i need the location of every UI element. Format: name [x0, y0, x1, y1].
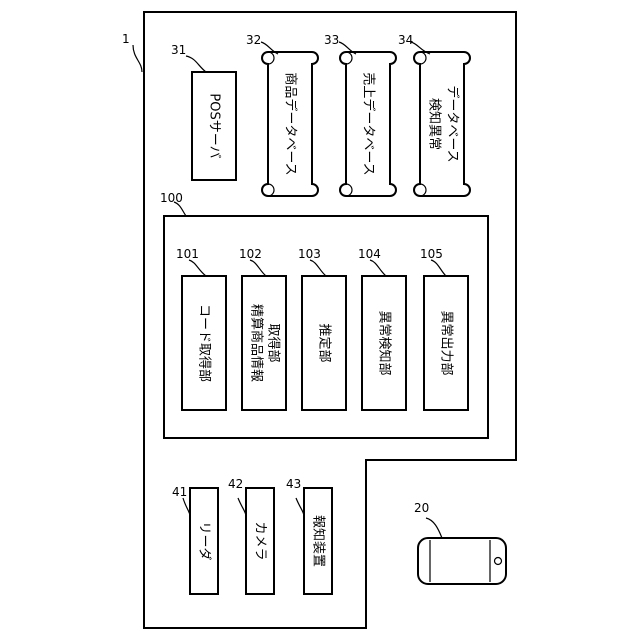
reader-ref: 41 [172, 485, 187, 499]
anomaly-database-label-line2: データベース [445, 85, 461, 162]
system-leader-line [133, 45, 142, 72]
checkout-item-info-unit-ref: 102 [239, 247, 262, 261]
product-database-label: 商品データベース [283, 72, 299, 175]
anomaly-output-unit-ref: 105 [420, 247, 443, 261]
sales-database-ref: 33 [324, 33, 339, 47]
notification-device-label: 報知装置 [311, 515, 327, 567]
terminal-ref: 20 [414, 501, 429, 515]
system-ref-label: 1 [122, 32, 130, 46]
notification-device-ref: 43 [286, 477, 301, 491]
sales-database-label: 売上データベース [361, 72, 377, 175]
product-database: 32 商品データベース [246, 33, 318, 196]
anomaly-detection-unit-ref: 104 [358, 247, 381, 261]
pos-server-label: POSサーバ [207, 93, 222, 158]
pos-server-leader [186, 56, 206, 72]
checkout-item-info-unit-label-line1: 精算商品情報 [249, 304, 264, 382]
product-database-ref: 32 [246, 33, 261, 47]
databases-group: 32 商品データベース 33 売上データベース 34 検知異常 データベース [246, 33, 470, 196]
anomaly-output-unit-label: 異常出力部 [439, 310, 454, 375]
code-acquisition-unit-label: コード取得部 [197, 304, 213, 382]
anomaly-database: 34 検知異常 データベース [398, 33, 470, 196]
checkout-item-info-unit-label-line2: 取得部 [266, 323, 282, 362]
camera-ref: 42 [228, 477, 243, 491]
anomaly-database-label-line1: 検知異常 [427, 98, 443, 150]
device-ref: 100 [160, 191, 183, 205]
anomaly-detection-unit-label: 異常検知部 [377, 310, 393, 375]
code-acquisition-unit-ref: 101 [176, 247, 199, 261]
anomaly-database-ref: 34 [398, 33, 413, 47]
sales-database: 33 売上データベース [324, 33, 396, 196]
estimation-unit-label: 推定部 [317, 323, 332, 362]
reader-label: リーダ [197, 521, 212, 560]
camera-label: カメラ [253, 521, 268, 560]
estimation-unit-ref: 103 [298, 247, 321, 261]
pos-server-ref: 31 [171, 43, 186, 57]
terminal-device [418, 538, 506, 584]
